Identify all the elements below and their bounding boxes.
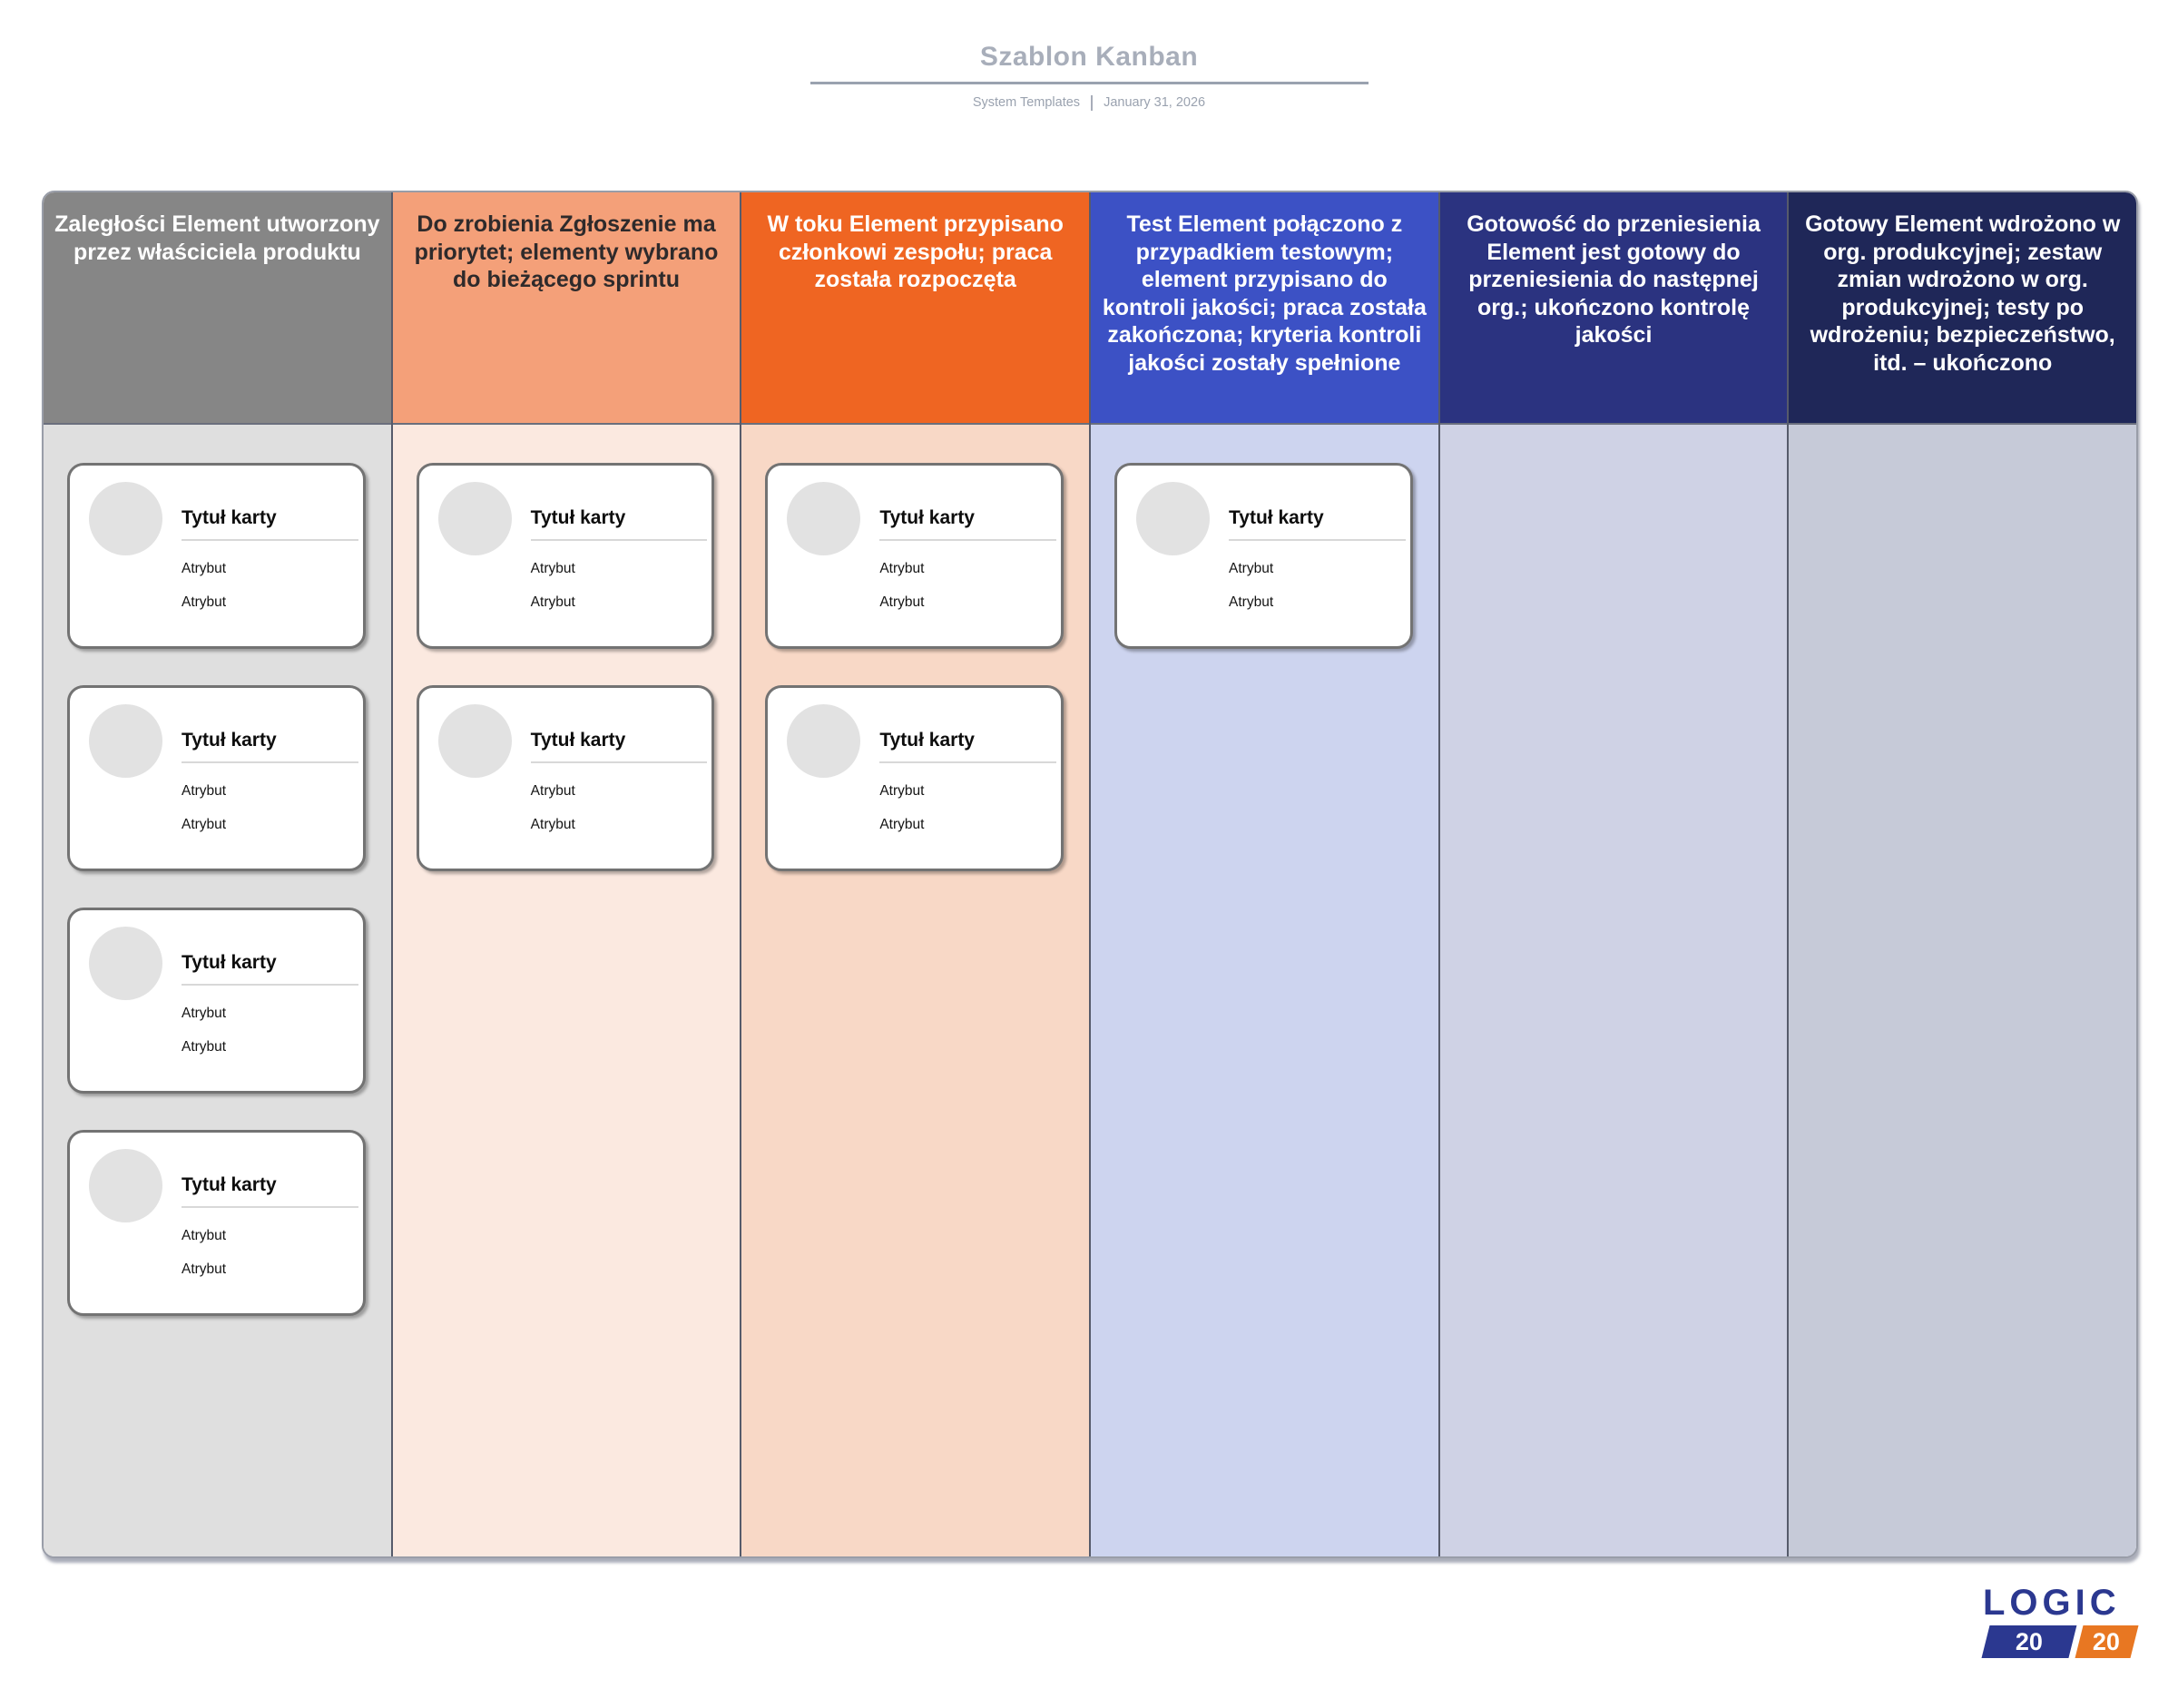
card-title: Tytuł karty	[530, 730, 626, 751]
card-title-divider	[530, 761, 708, 763]
kanban-board: Zaległości Element utworzony przez właśc…	[42, 191, 2138, 1558]
card-title-divider	[182, 539, 358, 541]
card-attribute: Atrybut	[879, 594, 925, 610]
card-title: Tytuł karty	[879, 507, 975, 528]
card-title-divider	[879, 539, 1057, 541]
page-title: Szablon Kanban	[979, 42, 1199, 72]
column-header-w-toku: W toku Element przypisano członkowi zesp…	[741, 192, 1090, 425]
subtitle-source: System Templates	[972, 95, 1081, 110]
column-body-gotowosc-do-przeniesienia	[1439, 425, 1788, 1556]
column-header-zaleglosci: Zaległości Element utworzony przez właśc…	[44, 192, 391, 425]
column-header-do-zrobienia: Do zrobienia Zgłoszenie ma priorytet; el…	[392, 192, 741, 425]
kanban-column-zaleglosci: Zaległości Element utworzony przez właśc…	[44, 192, 393, 1556]
subtitle-divider	[1091, 94, 1094, 111]
card-title-divider	[1229, 539, 1406, 541]
card-attribute: Atrybut	[879, 561, 925, 576]
column-header-gotowosc-do-przeniesienia: Gotowość do przeniesienia Element jest g…	[1439, 192, 1788, 425]
card-attribute: Atrybut	[182, 1039, 227, 1055]
avatar	[787, 704, 861, 778]
page-subtitle: System Templates January 31, 2026	[0, 94, 2178, 111]
card-attribute: Atrybut	[879, 817, 925, 832]
logo-orange-block: 20	[2075, 1625, 2139, 1658]
avatar	[89, 704, 162, 778]
card-attribute: Atrybut	[182, 817, 227, 832]
avatar	[787, 482, 861, 555]
card-attribute: Atrybut	[530, 783, 575, 799]
card-title: Tytuł karty	[530, 507, 626, 528]
column-body-gotowy	[1789, 425, 2136, 1556]
avatar	[1136, 482, 1211, 555]
page-header: Szablon Kanban System Templates January …	[0, 0, 2178, 111]
column-header-test: Test Element połączono z przypadkiem tes…	[1091, 192, 1438, 425]
card-title: Tytuł karty	[182, 1174, 277, 1195]
kanban-column-test: Test Element połączono z przypadkiem tes…	[1091, 192, 1440, 1556]
card-attribute: Atrybut	[1229, 594, 1274, 610]
card-attribute: Atrybut	[182, 1006, 227, 1021]
card-attribute: Atrybut	[182, 1228, 227, 1243]
avatar	[89, 482, 162, 555]
kanban-column-gotowosc-do-przeniesienia: Gotowość do przeniesienia Element jest g…	[1439, 192, 1790, 1556]
card-title: Tytuł karty	[1229, 507, 1324, 528]
title-underline	[809, 82, 1369, 84]
card-title: Tytuł karty	[182, 730, 277, 751]
kanban-column-do-zrobienia: Do zrobienia Zgłoszenie ma priorytet; el…	[392, 192, 742, 1556]
kanban-column-gotowy: Gotowy Element wdrożono w org. produkcyj…	[1789, 192, 2136, 1556]
card-title-divider	[182, 984, 358, 986]
card-title-divider	[530, 539, 708, 541]
card-attribute: Atrybut	[879, 783, 925, 799]
card-title-divider	[182, 1206, 358, 1208]
card-attribute: Atrybut	[530, 594, 575, 610]
avatar	[437, 704, 512, 778]
card-attribute: Atrybut	[182, 783, 227, 799]
card-title-divider	[879, 761, 1057, 763]
card-attribute: Atrybut	[182, 1261, 227, 1277]
subtitle-date: January 31, 2026	[1104, 95, 1206, 110]
card-attribute: Atrybut	[1229, 561, 1274, 576]
kanban-column-w-toku: W toku Element przypisano członkowi zesp…	[741, 192, 1092, 1556]
card-attribute: Atrybut	[530, 561, 575, 576]
card-title: Tytuł karty	[879, 730, 975, 751]
column-header-gotowy: Gotowy Element wdrożono w org. produkcyj…	[1789, 192, 2136, 425]
card-attribute: Atrybut	[530, 817, 575, 832]
logo-2020-row: 20 20	[1981, 1625, 2139, 1658]
avatar	[89, 927, 162, 1000]
card-title-divider	[182, 761, 358, 763]
card-attribute: Atrybut	[182, 561, 227, 576]
avatar	[437, 482, 512, 555]
card-title: Tytuł karty	[182, 952, 277, 973]
card-attribute: Atrybut	[182, 594, 227, 610]
card-title: Tytuł karty	[182, 507, 277, 528]
avatar	[89, 1149, 162, 1222]
logo-blue-block: 20	[1981, 1625, 2077, 1658]
logic2020-logo: LOGIC 20 20	[1981, 1583, 2139, 1658]
logo-wordmark: LOGIC	[1983, 1583, 2121, 1623]
